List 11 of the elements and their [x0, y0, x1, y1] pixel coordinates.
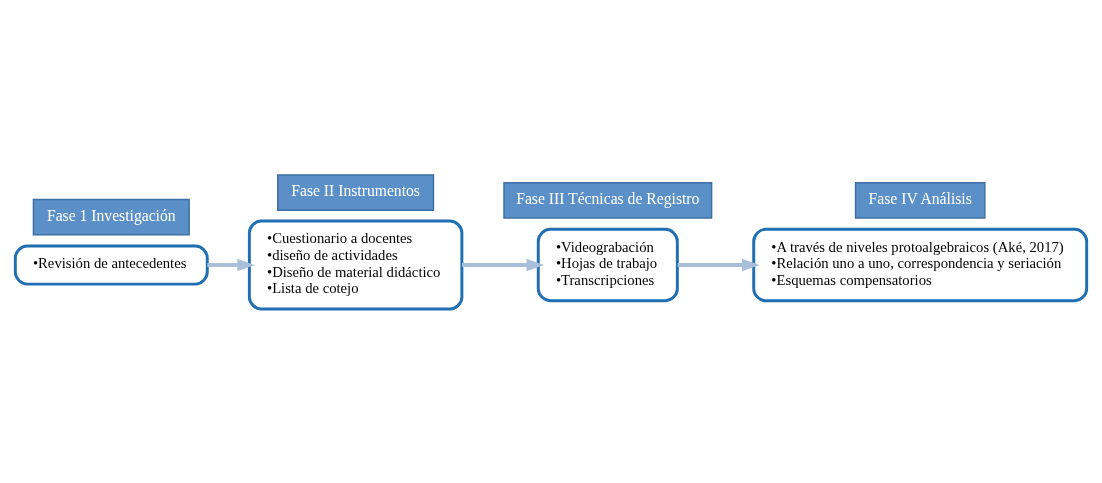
node-box: •A través de niveles protoalgebraicos (Aké, 2017) •Relación uno a uno, correspondencia y seriación •Esquemas compensatorios	[752, 227, 1089, 302]
node-box: Fase IV Análisis	[854, 181, 986, 219]
node-box: •Videograbación •Hojas de trabajo •Transcripciones	[536, 227, 679, 302]
arrow	[207, 258, 255, 271]
node-box: Fase II Instrumentos	[277, 173, 435, 211]
arrow	[462, 258, 545, 271]
node-box: Fase 1 Investigación	[32, 198, 190, 235]
node-box: Fase III Técnicas de Registro	[503, 181, 713, 219]
node-box: •Revisión de antecedentes	[13, 243, 209, 286]
node-box: •Cuestionario a docentes •diseño de actividades •Diseño de material didáctico •Lista de cotejo	[247, 218, 464, 311]
arrow	[677, 258, 760, 271]
